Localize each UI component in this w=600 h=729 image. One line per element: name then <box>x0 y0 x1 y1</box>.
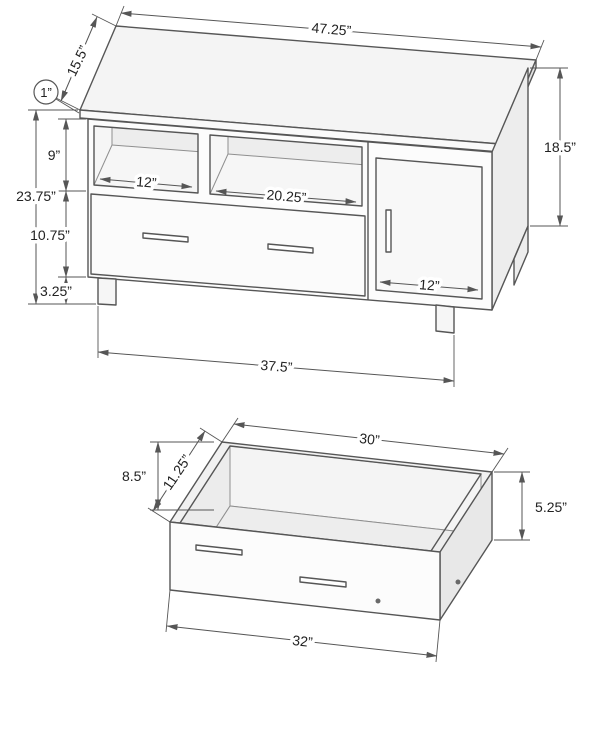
shelf-left-depth-edge <box>94 144 113 186</box>
dim-side-height: 18.5” <box>530 67 580 227</box>
dim-line-shelf-left <box>99 176 193 190</box>
dim-label-shelf-right-width: 20.25” <box>266 186 307 205</box>
cam-hole <box>375 598 381 604</box>
stand-door-panel <box>375 157 483 300</box>
door-handle <box>385 209 392 253</box>
dim-line <box>166 624 438 658</box>
dim-label-top-thickness: 1” <box>40 85 52 100</box>
ext-line <box>55 97 81 111</box>
dim-label-side-height: 18.5” <box>544 139 576 155</box>
dim-line <box>97 349 455 384</box>
dim-line <box>152 430 206 512</box>
dim-label-drawer-bottom-width: 32” <box>292 632 314 650</box>
dim-label-drawer-top-width: 30” <box>359 430 381 448</box>
dim-base-width: 37.5” <box>97 306 455 387</box>
dim-line <box>233 422 505 456</box>
dim-line-shelf-right <box>215 188 357 205</box>
dim-line <box>379 279 479 293</box>
drawer-handle-right <box>267 243 314 254</box>
drawer-handle-left <box>142 232 189 243</box>
dim-label-depth: 15.5” <box>63 43 92 79</box>
ext-line <box>221 417 239 443</box>
leader-line <box>55 98 80 114</box>
dim-label-shelf-height: 9” <box>48 147 61 163</box>
dim-drawer-side-height: 5.25” <box>494 471 571 541</box>
stand-back-right-leg <box>513 225 529 286</box>
ext-line <box>491 447 509 473</box>
ext-line <box>199 427 223 443</box>
drawer-figure <box>169 441 493 621</box>
dim-label-drawer-height: 8.5” <box>122 468 146 484</box>
tv-stand-figure <box>79 25 537 334</box>
dim-label-shelf-left-width: 12” <box>136 173 158 191</box>
shelf-left-interior <box>94 126 198 193</box>
stand-front-right-leg <box>435 304 455 334</box>
dim-top-thickness: 1” <box>33 79 80 114</box>
shelf-right-opening <box>209 134 363 207</box>
dim-left-chain: 9” 23.75” 10.75” 3.25” <box>13 109 96 305</box>
drawer-handle-left <box>195 544 243 556</box>
dim-label-drawer-depth: 11.25” <box>159 451 194 492</box>
dim-line <box>60 16 98 102</box>
dim-line <box>120 10 542 50</box>
dim-label-overall-width: 47.25” <box>311 19 352 38</box>
ext-line <box>91 13 117 27</box>
dim-label-leg-height: 3.25” <box>40 283 72 299</box>
dim-label-base-width: 37.5” <box>260 357 293 376</box>
stand-drawer-front <box>90 193 366 297</box>
ext-line <box>535 39 545 61</box>
shelf-right-depth-edge <box>210 153 229 195</box>
stand-front-left-leg <box>97 277 117 306</box>
dim-label-total-height: 23.75” <box>16 188 56 204</box>
ext-line <box>115 5 125 27</box>
shelf-right-back-wall <box>227 135 362 167</box>
dim-drawer-height: 8.5” <box>118 441 214 511</box>
drawer-handle-right <box>299 576 347 588</box>
dim-label-drawer-height: 10.75” <box>30 227 70 243</box>
shelf-right-interior <box>210 135 362 206</box>
dim-label-drawer-side-height: 5.25” <box>535 499 567 515</box>
callout-circle <box>33 79 59 105</box>
cam-hole <box>455 579 461 585</box>
dim-label-door-width: 12” <box>419 276 441 294</box>
shelf-left-back-wall <box>111 126 198 154</box>
shelf-left-opening <box>93 125 199 194</box>
